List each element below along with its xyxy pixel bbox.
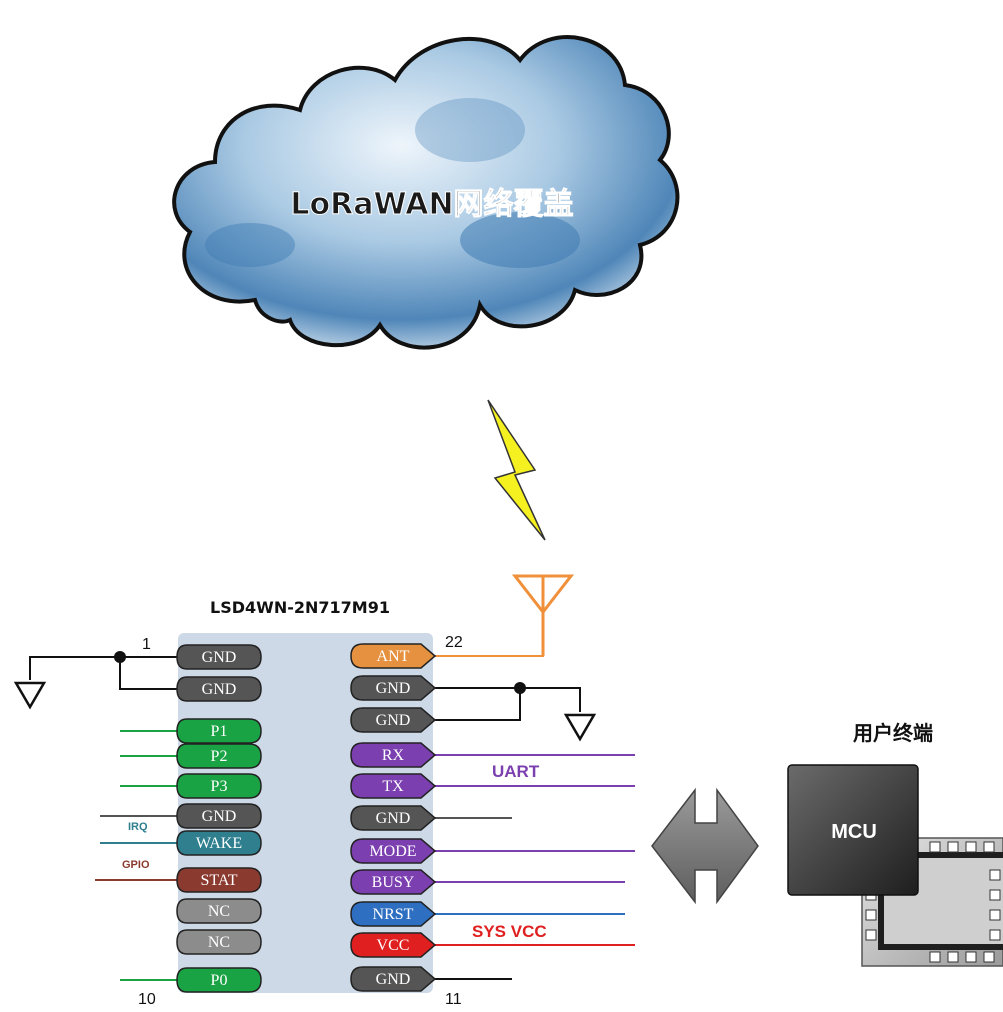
pin-label: NC [208,903,230,920]
pin-number-10: 10 [138,991,156,1008]
right-pin-gnd: GND [350,707,437,733]
mcu-chip: MCU [787,764,919,896]
right-pin-busy: BUSY [350,869,437,895]
pin-label: WAKE [196,835,242,852]
mcu-title: 用户终端 [853,721,933,745]
left-pin-gnd: GND [176,803,262,829]
right-pin-gnd: GND [350,805,437,831]
right-pin-nrst: NRST [350,901,437,927]
ground-symbol-icon [13,681,47,710]
chip-pin [947,841,959,853]
left-pin-wake: WAKE [176,830,262,856]
gpio-label: GPIO [122,859,150,871]
chip-pin [989,929,1001,941]
mcu-label: MCU [831,821,877,843]
junction-dot [514,682,526,694]
ground-symbol-icon [563,713,597,742]
chip-pin [929,841,941,853]
pin-label: P3 [211,778,228,795]
pin-label: MODE [369,843,416,860]
chip-pin [865,909,877,921]
left-pin-stat: STAT [176,867,262,893]
pin-label: GND [376,712,411,729]
right-pin-mode: MODE [350,838,437,864]
left-pin-p0: P0 [176,967,262,993]
pin-label: GND [376,810,411,827]
left-pin-p3: P3 [176,773,262,799]
left-pin-p1: P1 [176,718,262,744]
cloud-label: LoRaWAN网络覆盖 [290,187,573,222]
pin-label: GND [202,808,237,825]
left-pin-gnd: GND [176,676,262,702]
chip-pin [989,909,1001,921]
pin-label: STAT [201,872,238,889]
right-pin-gnd: GND [350,675,437,701]
chip-pin [947,951,959,963]
uart-label: UART [492,762,540,781]
left-pin-gnd: GND [176,644,262,670]
chip-pin [865,929,877,941]
module-title: LSD4WN-2N717M91 [210,598,390,617]
pin-label: ANT [377,648,410,665]
sys-vcc-label: SYS VCC [472,922,547,941]
chip-pin [983,841,995,853]
pin-label: GND [376,971,411,988]
chip-pin [965,841,977,853]
pin-label: P2 [211,748,228,765]
irq-label: IRQ [128,821,148,833]
pin-label: P1 [211,723,228,740]
pin-number-11: 11 [445,991,462,1008]
lightning-bolt-icon [487,399,546,541]
pin-label: TX [382,778,404,795]
lorawan-cloud: LoRaWAN网络覆盖 [172,35,680,350]
pin-number-1: 1 [142,636,151,653]
chip-pin [965,951,977,963]
pin-label: NRST [373,906,414,923]
pin-label: P0 [211,972,228,989]
pin-label: NC [208,934,230,951]
right-pin-gnd: GND [350,966,437,992]
pin-label: BUSY [372,874,415,891]
right-pin-rx: RX [350,742,437,768]
junction-dot [114,651,126,663]
antenna-icon [511,574,575,656]
right-pin-tx: TX [350,773,437,799]
pin-label: GND [376,680,411,697]
chip-pin [989,869,1001,881]
left-pin-p2: P2 [176,743,262,769]
left-pin-nc: NC [176,929,262,955]
bidirectional-arrow-icon [651,787,759,905]
right-pin-ant: ANT [350,643,437,669]
chip-pin [929,951,941,963]
left-wiring [29,656,177,981]
right-pin-vcc: VCC [350,932,437,958]
pin-number-22: 22 [445,634,463,651]
chip-pin [983,951,995,963]
right-pin-column: ANT GND GND RX TX GND MODE BUSY NRST VCC GND [350,643,437,992]
pin-label: VCC [377,937,410,954]
pin-label: RX [382,747,405,764]
pin-label: GND [202,649,237,666]
chip-pin [989,889,1001,901]
left-pin-nc: NC [176,898,262,924]
pin-label: GND [202,681,237,698]
